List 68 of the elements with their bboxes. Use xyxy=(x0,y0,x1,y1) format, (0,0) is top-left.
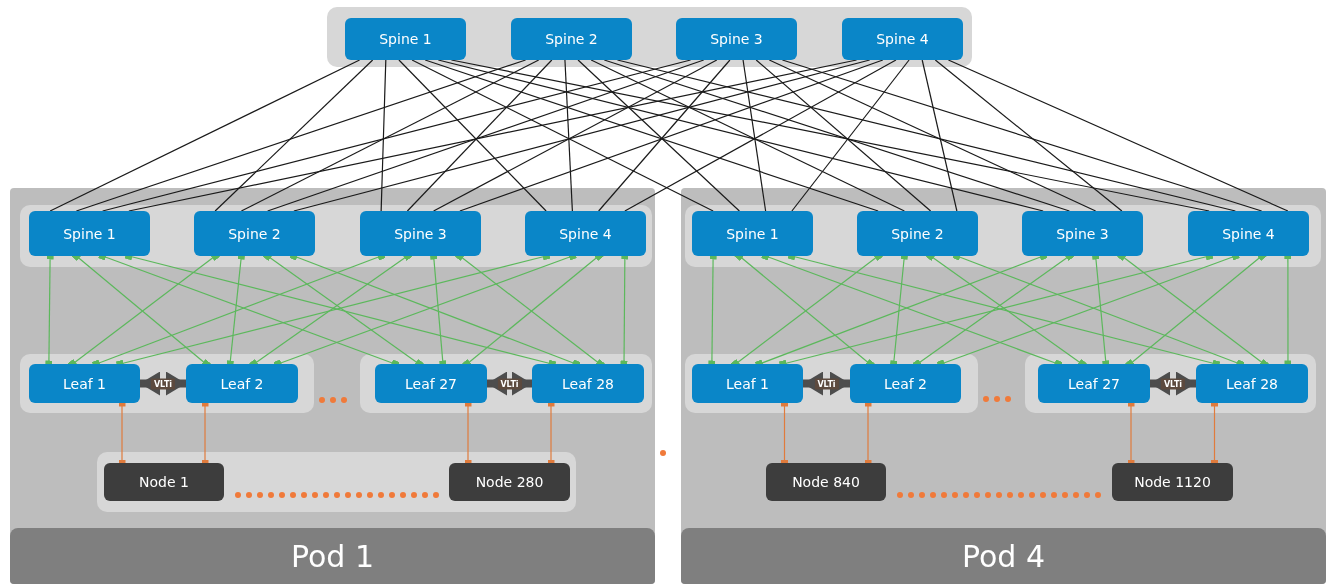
switch-box: Leaf 2 xyxy=(186,364,298,403)
switch-box: Leaf 27 xyxy=(375,364,487,403)
host-node-box: Node 280 xyxy=(449,463,570,501)
switch-box: Spine 2 xyxy=(857,211,978,256)
link-line xyxy=(603,59,1070,212)
group-panel xyxy=(20,205,652,267)
switch-box: Leaf 27 xyxy=(1038,364,1150,403)
double-arrow xyxy=(803,371,850,396)
link-line xyxy=(791,59,910,212)
link-line xyxy=(598,59,731,212)
link-line xyxy=(934,59,1123,212)
link-line xyxy=(616,59,1236,212)
link-line xyxy=(75,59,527,212)
link-line xyxy=(450,59,1210,212)
double-arrow xyxy=(487,371,532,396)
edge-label: VLTi xyxy=(1160,378,1186,389)
switch-box: Spine 3 xyxy=(1022,211,1143,256)
link-line xyxy=(380,59,387,212)
link-line xyxy=(240,59,540,212)
host-node-box: Node 1 xyxy=(104,463,224,501)
switch-box: Leaf 2 xyxy=(850,364,961,403)
switch-box: Spine 2 xyxy=(194,211,315,256)
group-panel xyxy=(20,354,314,413)
link-line xyxy=(742,59,767,212)
link-line xyxy=(921,59,958,212)
switch-box: Leaf 28 xyxy=(1196,364,1308,403)
link-line xyxy=(293,59,871,212)
switch-box: Leaf 1 xyxy=(692,364,803,403)
switch-box: Spine 1 xyxy=(692,211,813,256)
group-panel xyxy=(685,205,1321,267)
link-line xyxy=(102,59,692,212)
group-panel xyxy=(360,354,652,413)
double-arrow xyxy=(1150,371,1196,396)
link-line xyxy=(214,59,374,212)
pod-label: Pod 4 xyxy=(681,528,1326,584)
link-line xyxy=(437,59,1044,212)
group-panel xyxy=(1025,354,1316,413)
switch-box: Spine 4 xyxy=(1188,211,1309,256)
link-line xyxy=(768,59,1097,212)
group-panel xyxy=(327,7,972,67)
switch-box: Spine 2 xyxy=(511,18,632,60)
switch-box: Spine 1 xyxy=(345,18,466,60)
link-line xyxy=(128,59,858,212)
switch-box: Spine 1 xyxy=(29,211,150,256)
group-panel xyxy=(685,354,978,413)
link-line xyxy=(947,59,1289,212)
switch-box: Leaf 1 xyxy=(29,364,140,403)
link-line xyxy=(577,59,740,212)
pod-panel xyxy=(10,188,655,584)
switch-box: Spine 4 xyxy=(842,18,963,60)
switch-box: Spine 4 xyxy=(525,211,646,256)
pod-label: Pod 1 xyxy=(10,528,655,584)
edge-label: VLTi xyxy=(150,378,176,389)
double-arrow xyxy=(140,371,186,396)
switch-box: Leaf 28 xyxy=(532,364,644,403)
edge-label: VLTi xyxy=(497,378,522,389)
link-line xyxy=(564,59,573,212)
link-line xyxy=(267,59,705,212)
group-panel xyxy=(97,452,576,512)
link-line xyxy=(755,59,932,212)
switch-box: Spine 3 xyxy=(676,18,797,60)
host-node-box: Node 1120 xyxy=(1112,463,1233,501)
link-line xyxy=(49,59,361,212)
pod-panel xyxy=(681,188,1326,584)
link-line xyxy=(781,59,1263,212)
host-node-box: Node 840 xyxy=(766,463,886,501)
switch-box: Spine 3 xyxy=(360,211,481,256)
edge-label: VLTi xyxy=(814,378,839,389)
